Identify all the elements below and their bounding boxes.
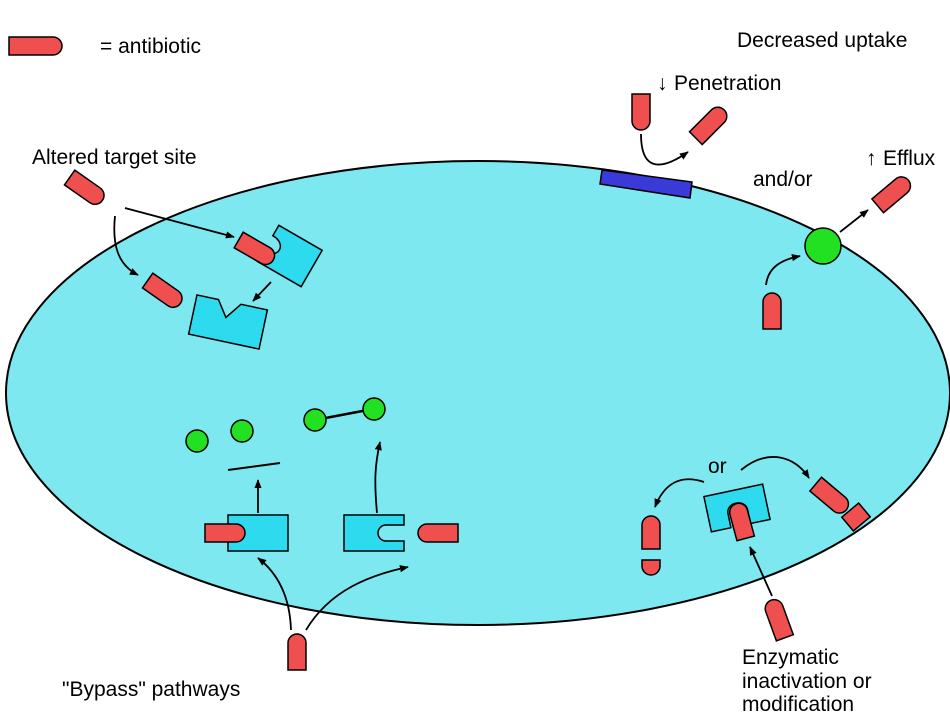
penetration-label: Penetration: [674, 72, 781, 95]
and-or-label: and/or: [753, 168, 813, 191]
antibiotic-cleaved-top: [641, 515, 661, 550]
bypass-arrow-left: [257, 557, 292, 631]
antibiotic-in-enzyme: [728, 502, 756, 542]
antibiotic-altered-source: [63, 169, 105, 206]
inactivation-arrow-left: [654, 478, 705, 508]
antibiotic-near-bypass-enzyme: [417, 523, 459, 543]
legend-label: = antibiotic: [100, 35, 201, 58]
blocked-bar: [227, 462, 281, 471]
efflux-up-arrow: ↑: [866, 147, 877, 170]
antibiotic-penetration-in: [631, 93, 651, 131]
antibiotic-efflux-in: [762, 292, 782, 330]
altered-arrow-to-target: [124, 207, 235, 239]
bypass-label: "Bypass" pathways: [62, 678, 240, 701]
efflux-arrow-out: [839, 209, 869, 233]
antibiotic-bypass-source: [287, 633, 307, 671]
target-normal-bound: [256, 224, 324, 288]
antibiotic-unbound: [141, 272, 183, 309]
decreased-uptake-label: Decreased uptake: [737, 29, 907, 52]
efflux-label: Efflux: [883, 147, 936, 170]
porin-channel: [599, 169, 693, 199]
penetration-arrow: [640, 133, 689, 166]
legend-antibiotic: [8, 36, 63, 56]
target-altered: [187, 294, 269, 350]
antibiotic-modified: [808, 476, 850, 514]
antibiotic-enzymatic-source: [764, 598, 795, 642]
bacterial-cell: [5, 160, 950, 626]
or-label: or: [708, 455, 727, 478]
enzymatic-label-line3: modification: [742, 693, 854, 713]
target-alteration-arrow: [252, 281, 272, 302]
altered-target-label: Altered target site: [32, 146, 197, 169]
efflux-arrow-in: [765, 254, 801, 286]
antibiotic-blocking-enzyme: [204, 523, 246, 543]
bypass-arrow-right: [305, 565, 409, 631]
enzymatic-label-line2: inactivation or: [742, 670, 872, 693]
modification-group: [840, 501, 872, 533]
antibiotic-efflux-out: [870, 176, 912, 214]
penetration-down-arrow: ↓: [657, 72, 668, 95]
enzymatic-arrow-up: [749, 546, 773, 597]
enzymatic-label-line1: Enzymatic: [742, 646, 839, 669]
antibiotic-penetration-out: [688, 106, 728, 146]
bypass-reaction-arrow: [374, 441, 382, 514]
altered-arrow-down: [113, 215, 139, 276]
enzyme-bypass: [343, 514, 405, 552]
efflux-pump: [804, 227, 842, 265]
antibiotic-bound-target: [233, 231, 276, 266]
product-molecule-1: [303, 408, 327, 432]
product-molecule-2: [362, 397, 386, 421]
modification-arrow-right: [740, 456, 810, 479]
antibiotic-cleaved-bottom: [641, 559, 661, 576]
substrate-molecule-1: [185, 429, 209, 453]
substrate-molecule-2: [230, 419, 254, 443]
